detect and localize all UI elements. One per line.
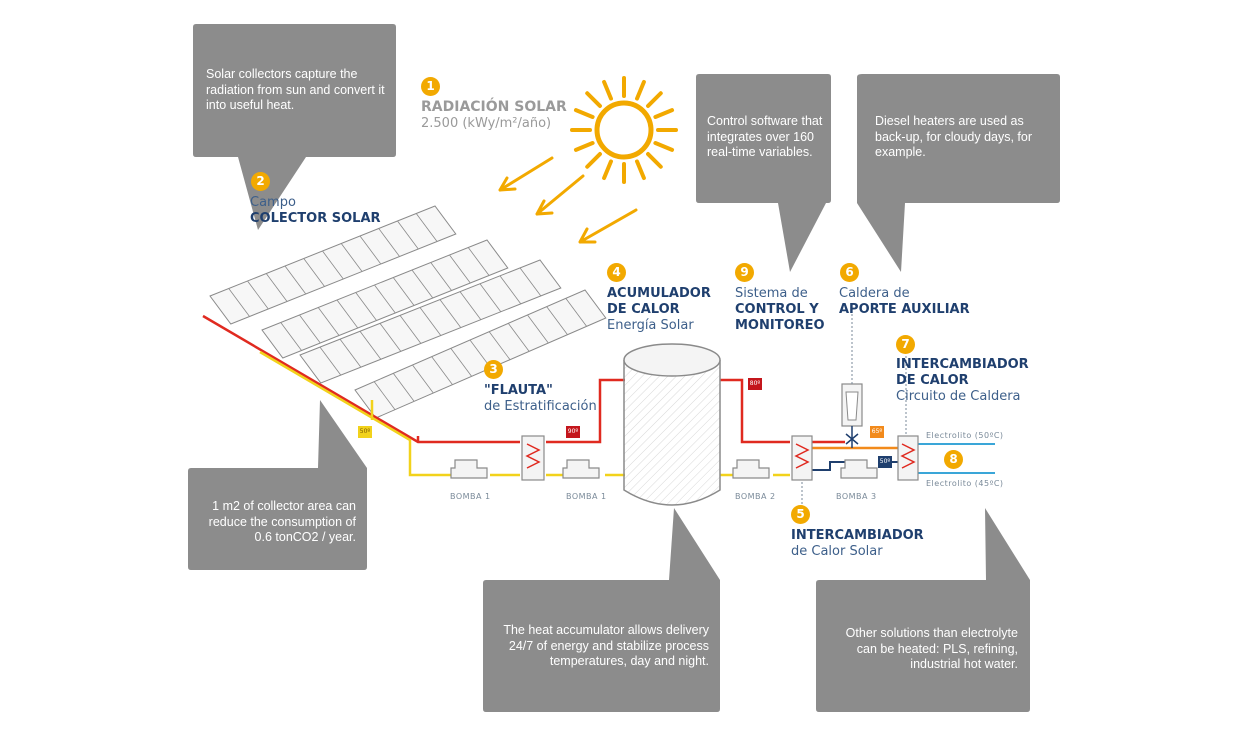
callout-solar-bubble — [193, 24, 396, 230]
pump-label-2: BOMBA 1 — [566, 492, 607, 501]
sun-icon — [570, 76, 678, 184]
callout-solar-text: Solar collectors capture the radiation f… — [206, 67, 385, 112]
step-7-line3: Circuito de Caldera — [896, 389, 1021, 404]
callout-control-text: Control software that integrates over 16… — [707, 114, 823, 159]
collector-row — [261, 239, 509, 359]
step-5-line1: INTERCAMBIADOR — [791, 528, 924, 543]
callout-bubbles — [188, 24, 1060, 712]
temp-tag-90: 90º — [567, 428, 579, 435]
step-4-line3: Energía Solar — [607, 318, 694, 333]
hot-pipes — [202, 314, 845, 444]
callout-accumulator-bubble — [483, 508, 720, 712]
sun-ray — [573, 141, 595, 152]
step-6-line2: APORTE AUXILIAR — [839, 302, 970, 317]
sun-ray — [602, 79, 613, 101]
collector-row — [209, 205, 457, 325]
electrolyte-pipes — [918, 443, 995, 474]
radiation-title: RADIACIÓN SOLAR — [421, 99, 567, 115]
callout-diesel-text: Diesel heaters are used as back-up, for … — [875, 114, 1033, 159]
pumps — [450, 459, 878, 479]
step-7-line2: DE CALOR — [896, 373, 969, 388]
sun-ray — [602, 159, 613, 181]
pump-icon — [840, 459, 878, 479]
pump-label-4: BOMBA 3 — [836, 492, 877, 501]
temperature-tags — [358, 378, 892, 468]
temp-tag-80: 80º — [749, 380, 761, 387]
step-3-line1: "FLAUTA" — [484, 383, 553, 398]
callout-other-text: Other solutions than electrolyte can be … — [845, 626, 1018, 671]
step-2-badge: 2 — [251, 172, 270, 191]
pump-icon — [450, 459, 488, 479]
solar-collector-field — [209, 205, 607, 419]
step-2-line1: Campo — [250, 195, 296, 210]
heat-exchangers — [521, 435, 919, 481]
sun-ray — [635, 79, 646, 101]
temp-tag-50b: 50º — [879, 458, 891, 465]
callout-other-bubble — [816, 508, 1030, 712]
step-6-line1: Caldera de — [839, 286, 910, 301]
collector-row — [299, 259, 562, 384]
step-4-badge: 4 — [607, 263, 626, 282]
temp-tag-65: 65º — [871, 428, 883, 435]
step-4-line2: DE CALOR — [607, 302, 680, 317]
sun-ray — [585, 152, 602, 169]
auxiliary-boiler — [841, 383, 863, 448]
step-9-line1: Sistema de — [735, 286, 808, 301]
step-4-label: ACUMULADOR DE CALOR Energía Solar — [607, 286, 711, 334]
temp-tag-50: 50º — [359, 428, 371, 435]
step-2-label: Campo COLECTOR SOLAR — [250, 195, 381, 227]
sun-ray — [646, 152, 663, 169]
electrolyte-cold-label: Electrolito (45ºC) — [926, 479, 1004, 488]
step-5-label: INTERCAMBIADOR de Calor Solar — [791, 528, 924, 560]
step-5-line2: de Calor Solar — [791, 544, 883, 559]
step-9-line2: CONTROL Y — [735, 302, 819, 317]
sun-ray — [635, 159, 646, 181]
step-7-line1: INTERCAMBIADOR — [896, 357, 1029, 372]
leader-lines — [801, 310, 907, 508]
exchanger-coils — [525, 443, 916, 469]
callout-area-text: 1 m2 of collector area can reduce the co… — [208, 499, 356, 544]
callout-diesel-bubble — [857, 74, 1060, 272]
callout-area-bubble — [188, 400, 367, 570]
step-1-label: RADIACIÓN SOLAR 2.500 (kWy/m²/año) — [421, 98, 567, 132]
callout-accumulator-text: The heat accumulator allows delivery 24/… — [503, 623, 709, 668]
step-2-line2: COLECTOR SOLAR — [250, 211, 381, 226]
step-9-badge: 9 — [735, 263, 754, 282]
sun-ray — [653, 108, 675, 119]
electrolyte-hot-label: Electrolito (50ºC) — [926, 431, 1004, 440]
step-3-badge: 3 — [484, 360, 503, 379]
sun-ray — [585, 91, 602, 108]
step-4-line1: ACUMULADOR — [607, 286, 711, 301]
pump-label-3: BOMBA 2 — [735, 492, 776, 501]
heat-accumulator-tank — [623, 343, 721, 506]
step-8-badge: 8 — [944, 450, 963, 469]
step-9-line3: MONITOREO — [735, 318, 825, 333]
step-1-badge: 1 — [421, 77, 440, 96]
step-6-badge: 6 — [840, 263, 859, 282]
pump-icon — [562, 459, 600, 479]
pump-icon — [732, 459, 770, 479]
step-6-label: Caldera de APORTE AUXILIAR — [839, 286, 970, 318]
cold-pipes — [259, 350, 790, 477]
step-3-label: "FLAUTA" de Estratificación — [484, 383, 597, 415]
collector-row — [354, 289, 607, 419]
step-9-label: Sistema de CONTROL Y MONITOREO — [735, 286, 825, 334]
step-7-label: INTERCAMBIADOR DE CALOR Circuito de Cald… — [896, 357, 1029, 405]
step-3-line2: de Estratificación — [484, 399, 597, 414]
step-7-badge: 7 — [896, 335, 915, 354]
sun-ray — [646, 91, 663, 108]
sun-ray — [653, 141, 675, 152]
pump-label-1: BOMBA 1 — [450, 492, 491, 501]
sun-ray — [573, 108, 595, 119]
callout-control-bubble — [696, 74, 831, 272]
radiation-sub: 2.500 (kWy/m²/año) — [421, 116, 552, 131]
radiation-arrows — [498, 156, 638, 244]
step-5-badge: 5 — [791, 505, 810, 524]
